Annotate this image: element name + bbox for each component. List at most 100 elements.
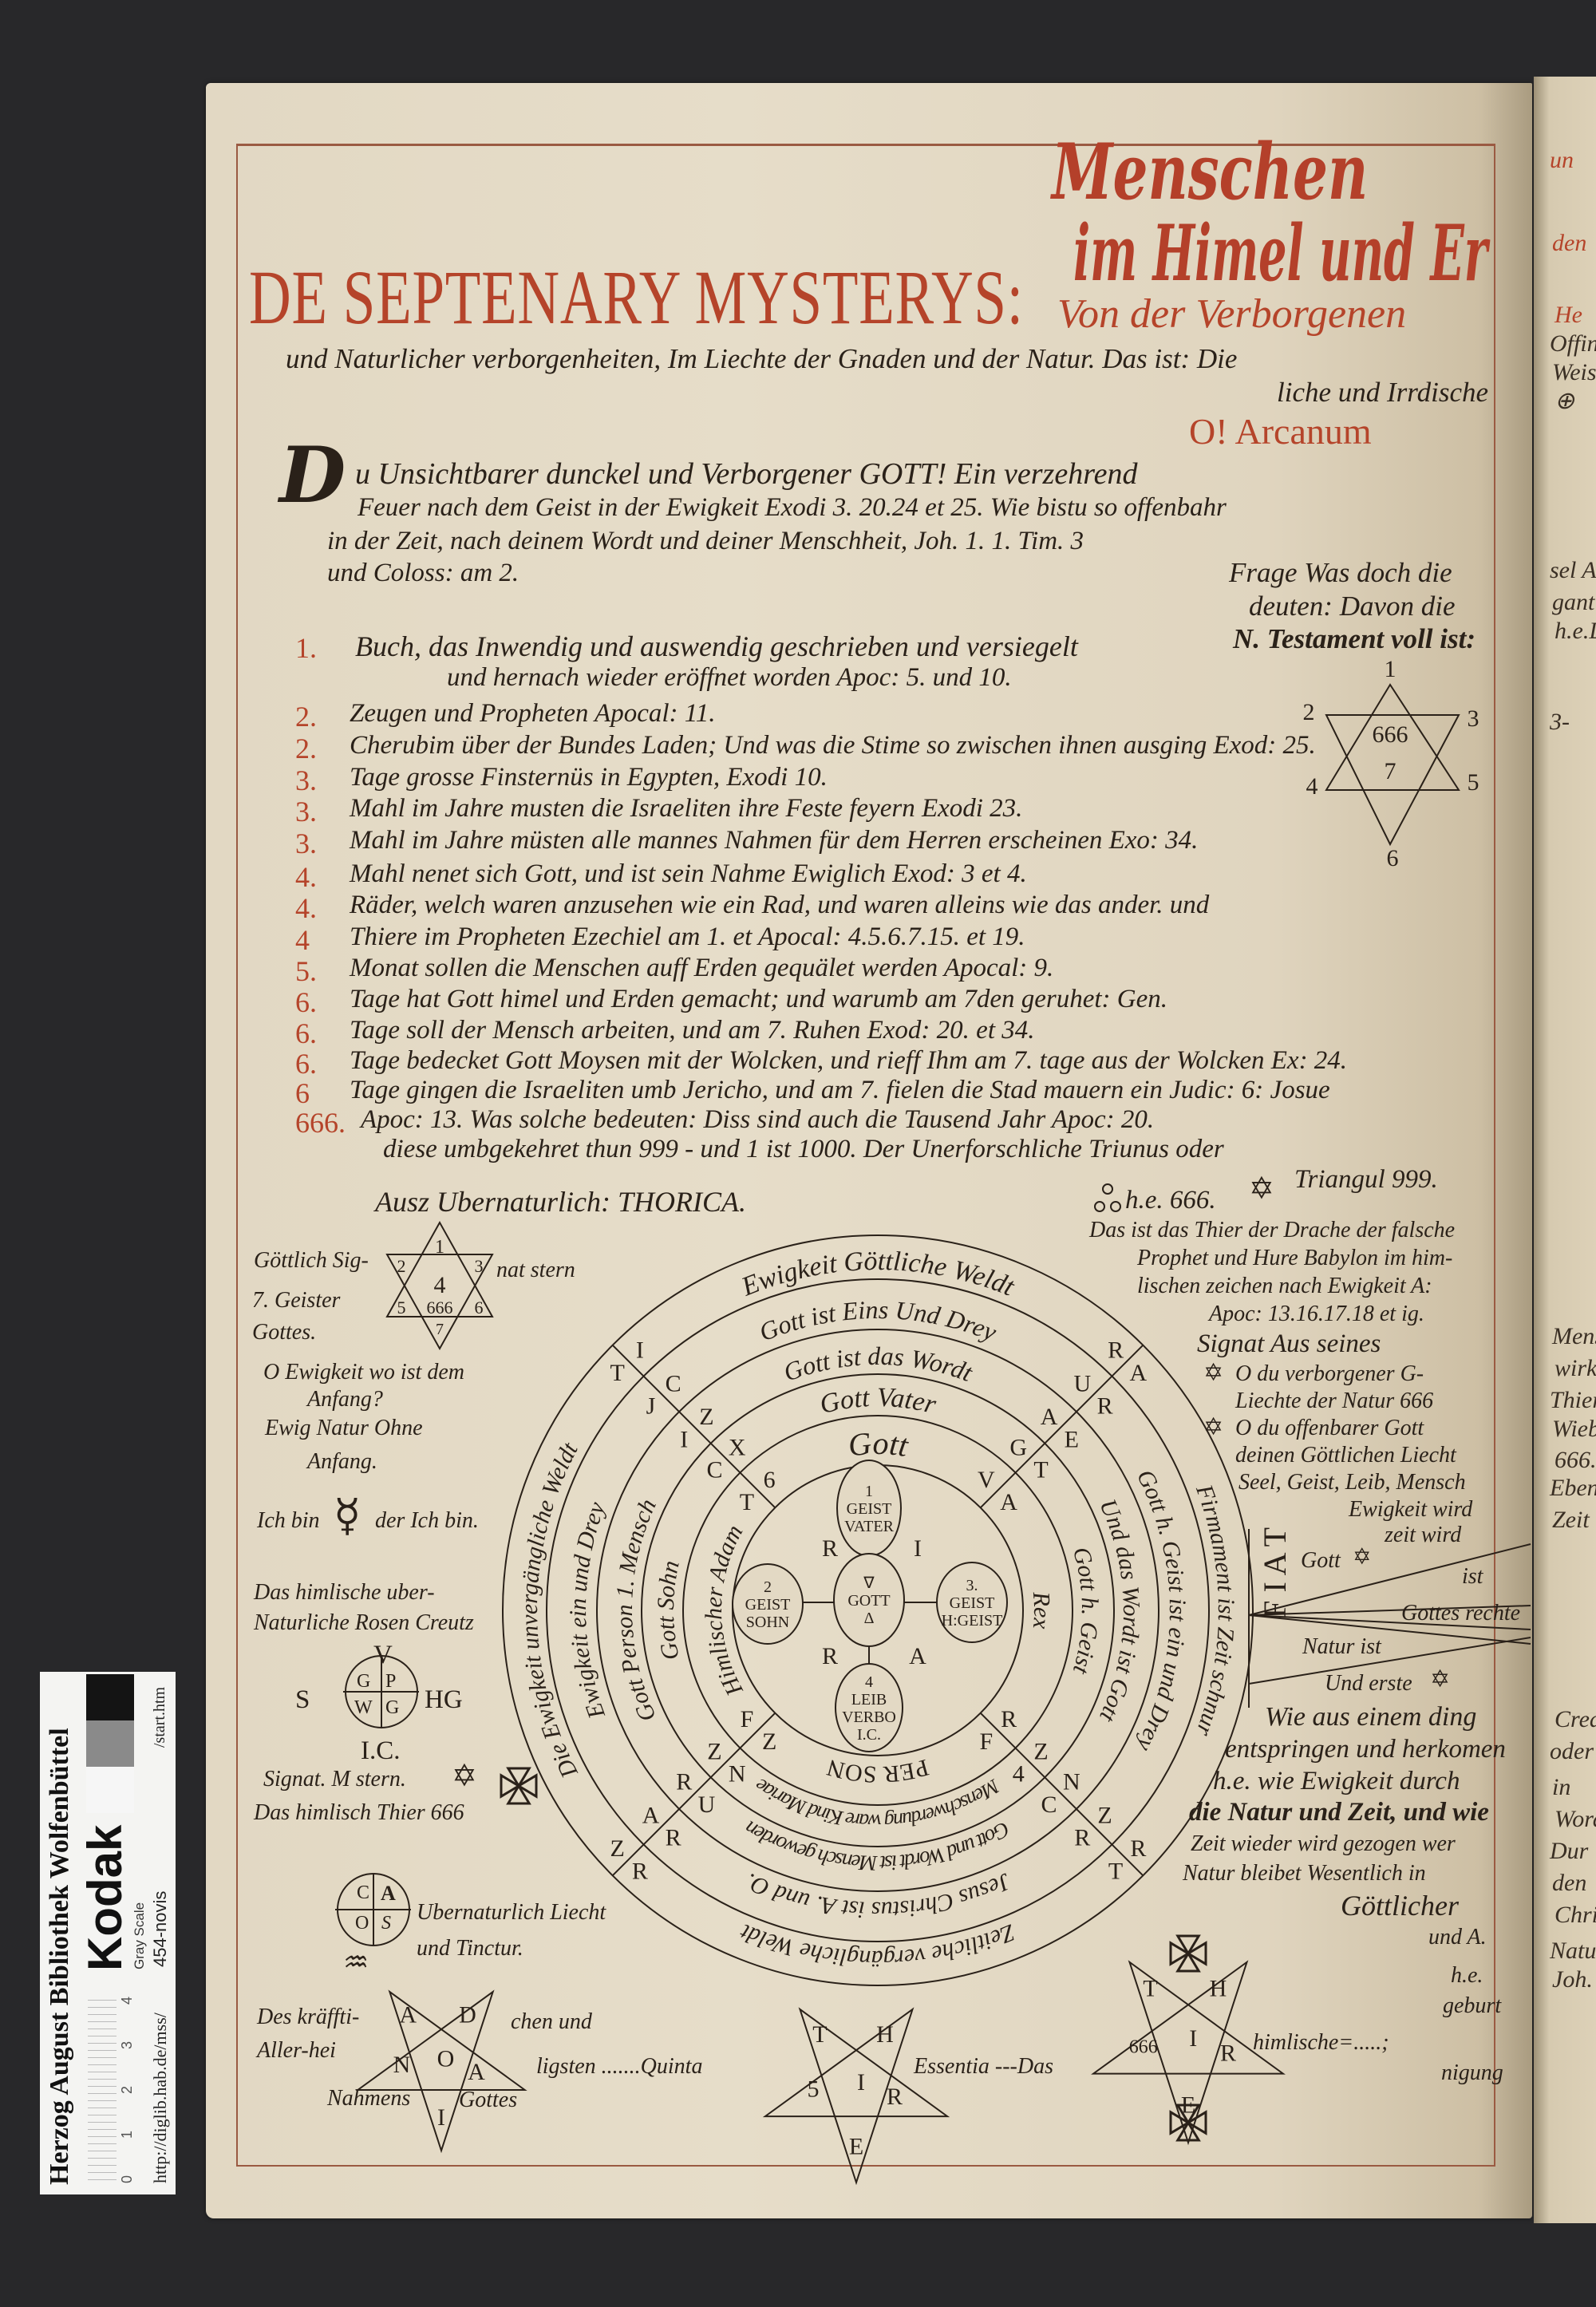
facing-page-fragment: Chris [1555, 1902, 1596, 1928]
pentagram-text: himlische=.....; [1253, 2030, 1389, 2055]
star-label: 1 [1385, 656, 1396, 682]
facing-page-fragment: Dur [1550, 1838, 1589, 1864]
ring-text-left: Die Ewigkeit unvergängliche Weldt [516, 1438, 583, 1783]
gray-patch-white [86, 1767, 134, 1813]
center-node-label: Δ [864, 1610, 875, 1627]
facing-page-fragment: Ebenl [1550, 1475, 1596, 1501]
gray-patch-gray [86, 1720, 134, 1767]
pentagram-text: chen und [511, 2009, 592, 2034]
list-number: 6. [295, 986, 317, 1018]
triangle-cross-icon [1169, 2104, 1207, 2142]
star-number: 666 [427, 1298, 453, 1317]
spoke-letter: R [1001, 1706, 1017, 1732]
he-line: geburt [1443, 1993, 1502, 2018]
ruled-frame [236, 144, 1495, 2167]
shelfmark: 454-novis [150, 1890, 170, 1967]
facing-page-fragment: Menschen [1552, 1323, 1596, 1349]
wie-line: und A. [1428, 1925, 1487, 1949]
facing-page-fragment: un [1550, 147, 1574, 173]
list-item: Tage hat Gott himel und Erden gemacht; u… [350, 985, 1168, 1013]
star-number: 5 [397, 1298, 406, 1317]
list-item: Tage gingen die Israeliten umb Jericho, … [350, 1076, 1330, 1104]
pentagram-letter: E [849, 2133, 863, 2159]
hexagram-icon: ✡ [1353, 1543, 1372, 1570]
fiat-gottes-rechte: Gottes rechte [1401, 1601, 1521, 1626]
ewigkeit-line: Ewig Natur Ohne [265, 1416, 423, 1440]
decorated-initial: D [279, 430, 346, 520]
spoke-letter: X [729, 1434, 746, 1460]
pentagram-text: Des kräffti- [257, 2005, 360, 2029]
prayer-line: Liechte der Natur 666 [1235, 1389, 1434, 1413]
pentagram-letter: T [812, 2021, 827, 2048]
spoke-letter: U [698, 1791, 716, 1818]
facing-page-fragment: wirkl [1555, 1355, 1596, 1381]
prayer-line: zeit wird [1385, 1523, 1462, 1547]
thier-666: Das himlisch Thier 666 [254, 1800, 464, 1825]
facing-page-fragment: ⊕ [1555, 388, 1575, 414]
rosen-bottom-letter: I.C. [361, 1736, 401, 1765]
institution-name: Herzog August Bibliothek Wolfenbüttel [45, 1728, 74, 2185]
spoke-letter: 6 [764, 1467, 776, 1493]
rosen-top-letter: V [373, 1641, 393, 1669]
center-node-label: 4 [865, 1673, 873, 1691]
rosen-q2: P [385, 1671, 397, 1692]
main-title: DE SEPTENARY MYSTERYS: [249, 255, 1024, 340]
ruler-number: 1 [119, 2130, 135, 2139]
pentagram-icon [355, 1989, 527, 2154]
pentagram-letter: I [857, 2069, 865, 2096]
spoke-letter: V [978, 1467, 995, 1493]
star-text: Göttlich Sig- [254, 1248, 369, 1273]
triangle-cross-icon [500, 1767, 538, 1805]
list-item: Zeugen und Propheten Apocal: 11. [350, 699, 716, 728]
caos-q2: A [381, 1882, 396, 1905]
hexagram-icon: ✡ [1203, 1359, 1224, 1387]
star-label: 2 [1303, 699, 1315, 725]
hexagram-icon [385, 1254, 494, 1351]
subtitle-line-1: und Naturlicher verborgenheiten, Im Liec… [286, 343, 1238, 374]
rosen-q4: G [385, 1697, 400, 1718]
ring-text-left: Ewigkeit ein und Drey [565, 1498, 610, 1723]
list-number: 6. [295, 1017, 317, 1049]
fiat-ist: ist [1462, 1564, 1483, 1589]
center-node-label: VERBO [842, 1709, 896, 1726]
ewigkeit-line: O Ewigkeit wo ist dem [263, 1360, 464, 1385]
rosen-right-letter: HG [425, 1685, 463, 1714]
facing-page-fragment: oder [1550, 1738, 1594, 1764]
ring-text-left: Gott Sohn [653, 1558, 685, 1662]
spoke-letter: U [1073, 1370, 1091, 1396]
center-node-label: GEIST [745, 1596, 791, 1614]
pentagram-letter: I [1189, 2025, 1197, 2052]
fiat-natur-ist: Natur ist [1302, 1634, 1381, 1659]
fiat-gott: Gott [1301, 1548, 1341, 1573]
wie-line: Wie aus einem ding [1265, 1702, 1477, 1732]
spoke-letter: C [666, 1370, 681, 1396]
triangle-icon [500, 1773, 521, 1799]
diagram-spoke [611, 1344, 776, 1509]
list-item: Tage bedecket Gott Moysen mit der Wolcke… [350, 1046, 1348, 1075]
url-suffix: /start.htm [151, 1686, 168, 1748]
caos-q4: S [381, 1913, 391, 1934]
spoke-letter: A [642, 1802, 660, 1828]
pentagram-letter: R [887, 2084, 903, 2110]
pentagram-icon [762, 2007, 950, 2186]
star-number: 4 [434, 1272, 446, 1298]
thorica-heading: Ausz Ubernaturlich: THORICA. [375, 1186, 746, 1218]
wie-line: die Natur und Zeit, und wie [1189, 1798, 1489, 1827]
diagram-ring [641, 1373, 1115, 1847]
spoke-letter: F [979, 1728, 993, 1755]
prayer-line: O du offenbarer Gott [1235, 1416, 1424, 1440]
facing-page-fragment: Thier [1550, 1387, 1596, 1413]
pentagram-letter: T [1143, 1975, 1157, 2001]
rosen-line: Naturliche Rosen Creutz [254, 1610, 474, 1635]
spoke-letter: Z [1033, 1738, 1048, 1764]
center-node-label: I.C. [857, 1726, 881, 1744]
inner-letter: A [909, 1643, 926, 1669]
center-node-leib [835, 1663, 903, 1752]
wie-line: entspringen und herkomen [1225, 1735, 1506, 1764]
triangul-999: Triangul 999. [1294, 1165, 1438, 1194]
ruler-number: 2 [119, 2085, 135, 2094]
fiat-und-erste: Und erste [1325, 1671, 1412, 1696]
he-line: h.e. [1451, 1963, 1483, 1988]
aquarius-icon: ♒ [343, 1946, 369, 1979]
